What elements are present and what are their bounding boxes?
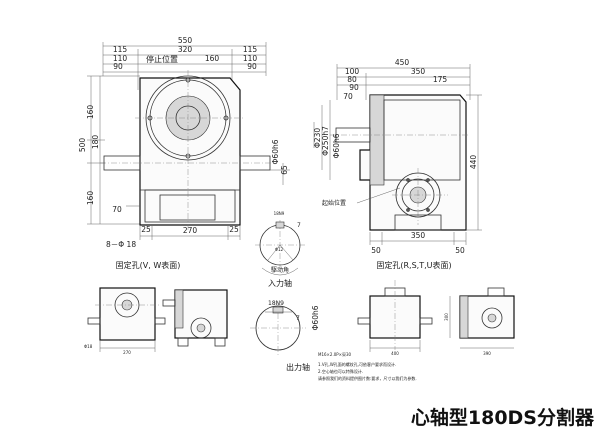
front-view-caption: 固定孔(V, W表面) [116, 260, 181, 270]
output-shaft-caption: 出力轴 [286, 362, 310, 372]
side-dim-90: 90 [349, 83, 359, 92]
output-key-dim: 18N9 [268, 300, 284, 307]
side-dim-440: 440 [469, 155, 478, 170]
side-dim-230: Φ230 [313, 128, 322, 148]
input-dim-dia: Φ12 [275, 247, 284, 252]
small-dim-400: 400 [391, 351, 399, 356]
front-dim-270: 270 [183, 226, 198, 235]
input-key-dim: 18N9 [274, 211, 285, 216]
front-dim-110-left: 110 [113, 54, 128, 63]
front-dim-320: 320 [178, 45, 193, 54]
front-dim-70: 70 [112, 205, 122, 214]
front-dim-180: 180 [91, 135, 100, 150]
front-dim-90-right: 90 [247, 62, 257, 71]
front-dim-115-left: 115 [113, 45, 128, 54]
side-dim-80: 80 [347, 75, 357, 84]
output-dim-7: 7 [296, 315, 300, 322]
small-view-front-left: 270 Φ18 [84, 287, 166, 355]
side-dim-350: 350 [411, 67, 426, 76]
side-dim-100: 100 [345, 67, 360, 76]
side-dim-250: Φ250h7 [321, 126, 330, 156]
front-dim-25-left: 25 [141, 225, 151, 234]
side-dim-450: 450 [395, 58, 410, 67]
front-holes-note: 8－Φ 18 [106, 240, 136, 249]
side-view-caption: 固定孔(R,S,T,U表面) [376, 260, 451, 270]
side-dim-350-bottom: 350 [411, 231, 426, 240]
input-dim-7: 7 [297, 222, 301, 229]
input-drive-angle: 駆动角 [271, 266, 289, 274]
side-dim-50-right: 50 [455, 246, 465, 255]
small-view-front-right: 400 [357, 280, 433, 356]
front-dim-500: 500 [78, 138, 87, 153]
label-origin-position: 起始位置 [322, 199, 346, 207]
side-dim-70: 70 [343, 92, 353, 101]
label-stop-position: 停止位置 [146, 54, 178, 64]
note-2: 2.空心轴也可以特殊设计. [318, 368, 363, 374]
side-dim-175: 175 [433, 75, 448, 84]
front-dim-115-right: 115 [243, 45, 258, 54]
small-dim-390: 390 [483, 351, 491, 356]
output-shaft-detail: 18N9 7 Φ60h6 出力轴 [250, 300, 320, 372]
front-dim-160-lower: 160 [86, 191, 95, 206]
front-dim-550: 550 [178, 36, 193, 45]
small-dim-dia18: Φ18 [84, 344, 93, 349]
front-view: 550 115 320 115 110 110 停止位置 90 90 160 1… [78, 36, 290, 270]
front-dim-110-right: 110 [243, 54, 258, 63]
small-dim-270: 270 [123, 350, 131, 355]
front-dim-160: 160 [205, 54, 220, 63]
side-dim-60h6: Φ60h6 [332, 133, 341, 158]
small-dim-300: 300 [444, 313, 449, 321]
thread-note: M16×2.0P×罙30 [318, 352, 352, 357]
small-view-side-left [162, 289, 228, 347]
side-view: 450 100 350 80 175 70 90 Φ250h7 Φ230 [313, 58, 482, 270]
output-dim-dia: Φ60h6 [311, 305, 320, 330]
small-view-side-right: 300 390 [444, 287, 515, 356]
front-dim-90-left: 90 [113, 62, 123, 71]
input-shaft-detail: 18N9 7 Φ12 駆动角 入力轴 [255, 211, 305, 288]
note-3: 请参照我们的资料提供图片数:要求，尺寸以我们为参数. [318, 375, 417, 381]
side-dim-50-left: 50 [371, 246, 381, 255]
front-dim-shaft-dia: Φ60h6 [271, 139, 280, 164]
front-dim-160-upper: 160 [86, 105, 95, 120]
note-1: 1.V孔,W孔面的螺纹孔,可依客户要求而设计. [318, 361, 396, 367]
notes: M16×2.0P×罙30 1.V孔,W孔面的螺纹孔,可依客户要求而设计. 2.空… [318, 352, 417, 381]
input-shaft-caption: 入力轴 [268, 278, 292, 288]
front-dim-25-right: 25 [229, 225, 239, 234]
product-title: 心轴型180DS分割器 [410, 407, 594, 429]
